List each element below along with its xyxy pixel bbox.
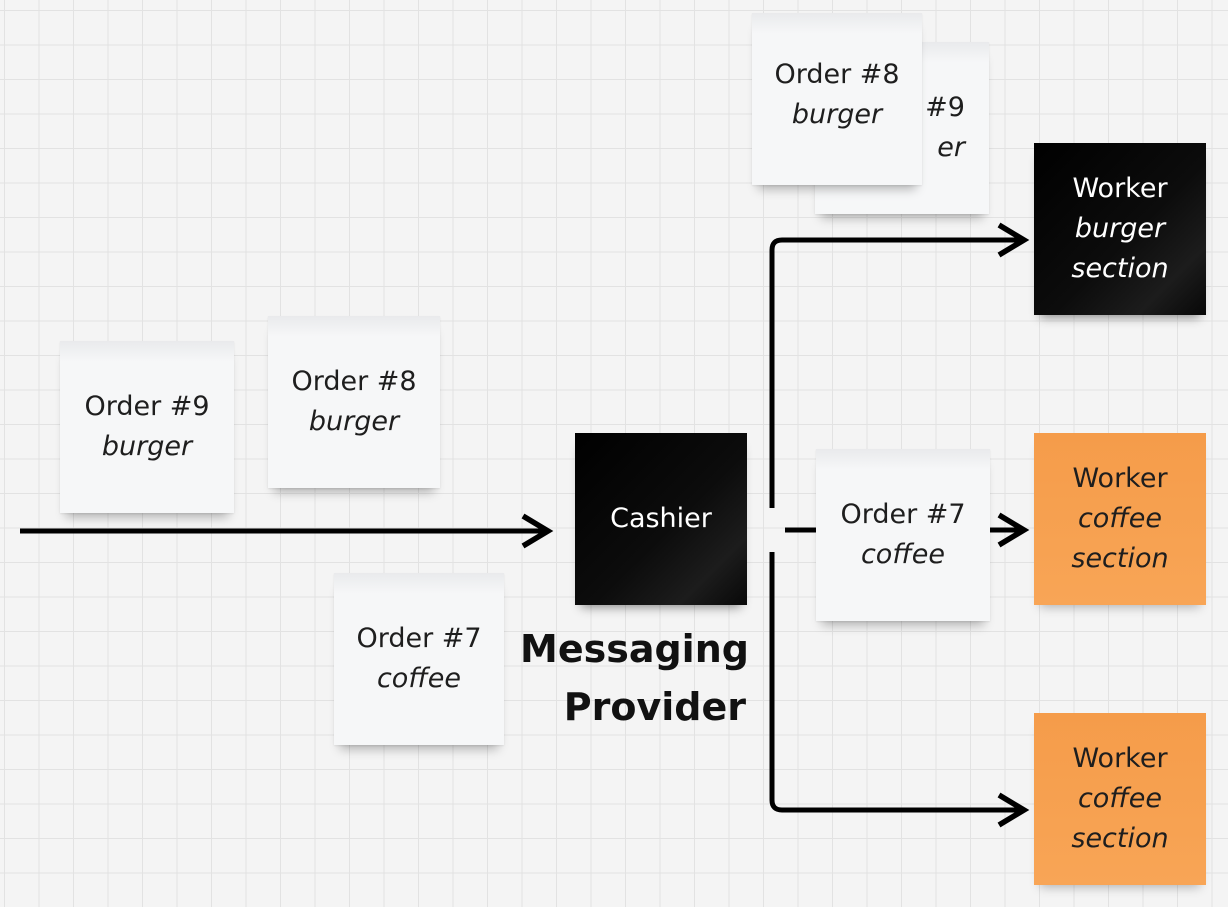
branch-arrow-burger bbox=[769, 222, 1030, 508]
order-note-7-incoming[interactable]: Order #7 coffee bbox=[334, 573, 504, 745]
order-note-7-routed[interactable]: Order #7 coffee bbox=[816, 449, 990, 621]
order-item: coffee bbox=[860, 539, 946, 570]
order-item: coffee bbox=[376, 663, 462, 694]
order-title: Order #9 bbox=[84, 391, 210, 422]
worker-title: Worker bbox=[1072, 173, 1168, 204]
order-note-9-incoming[interactable]: Order #9 burger bbox=[60, 341, 234, 513]
worker-title: Worker bbox=[1072, 463, 1168, 494]
order-title: Order #7 bbox=[356, 623, 482, 654]
cashier-label: Cashier bbox=[610, 503, 712, 534]
provider-label-line1: Messaging bbox=[520, 627, 749, 671]
order-item: burger bbox=[791, 99, 883, 130]
worker-section-label: section bbox=[1071, 823, 1169, 854]
provider-label-line2: Provider bbox=[563, 685, 746, 729]
order-note-8-incoming[interactable]: Order #8 burger bbox=[268, 316, 440, 488]
worker-section-name: coffee bbox=[1077, 503, 1163, 534]
worker-section-name: coffee bbox=[1077, 783, 1163, 814]
worker-section-name: burger bbox=[1074, 213, 1166, 244]
order-title: Order #8 bbox=[774, 59, 900, 90]
messaging-provider-label: Messaging Provider bbox=[520, 620, 749, 736]
worker-coffee-section-2[interactable]: Worker coffee section bbox=[1034, 713, 1206, 885]
worker-coffee-section-1[interactable]: Worker coffee section bbox=[1034, 433, 1206, 605]
cashier-note[interactable]: Cashier bbox=[575, 433, 747, 605]
worker-title: Worker bbox=[1072, 743, 1168, 774]
worker-burger-section[interactable]: Worker burger section bbox=[1034, 143, 1206, 315]
order-title: Order #7 bbox=[840, 499, 966, 530]
order-title: Order #8 bbox=[291, 366, 417, 397]
order-item: burger bbox=[101, 431, 193, 462]
order-note-8-routed[interactable]: Order #8 burger bbox=[752, 13, 922, 185]
order-item: burger bbox=[308, 406, 400, 437]
order-item: er bbox=[937, 132, 965, 163]
worker-section-label: section bbox=[1071, 253, 1169, 284]
branch-arrow-coffee-2 bbox=[769, 552, 1030, 828]
worker-section-label: section bbox=[1071, 543, 1169, 574]
